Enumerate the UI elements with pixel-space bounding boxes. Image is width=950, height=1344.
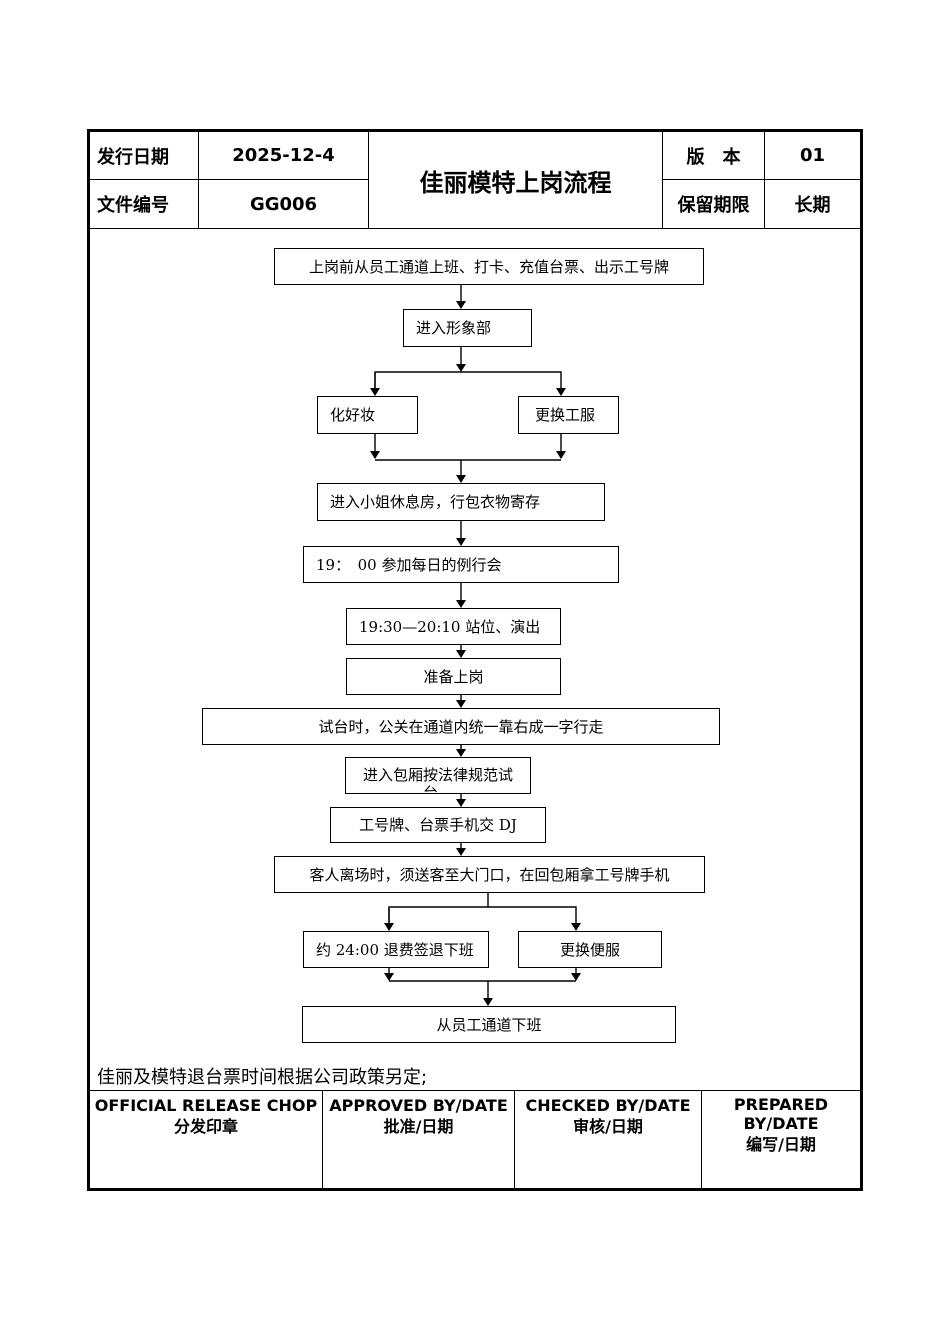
prepared-cn: 编写/日期	[746, 1135, 816, 1154]
doc-number-label: 文件编号	[97, 195, 169, 216]
retention-value: 长期	[794, 195, 831, 216]
version-label: 版 本	[686, 146, 741, 168]
flow-step-guest-departure: 客人离场时，须送客至大门口，在回包厢拿工号牌手机	[274, 856, 705, 893]
flow-step-sign-out: 约 24:00 退费签退下班	[303, 931, 489, 968]
footer-divider-1	[322, 1091, 323, 1188]
release-chop-en: OFFICIAL RELEASE CHOP	[94, 1096, 318, 1115]
approved-cell: APPROVED BY/DATE 批准/日期	[323, 1095, 514, 1137]
document-title: 佳丽模特上岗流程	[419, 168, 612, 197]
retention-label: 保留期限	[677, 195, 750, 216]
flow-step-uniform: 更换工服	[518, 396, 619, 434]
approved-en: APPROVED BY/DATE	[329, 1096, 508, 1115]
header-divider-1	[198, 132, 199, 228]
prepared-en: PREPARED BY/DATE	[733, 1095, 829, 1133]
policy-note: 佳丽及模特退台票时间根据公司政策另定;	[97, 1067, 428, 1088]
flow-step-prepare: 准备上岗	[346, 658, 561, 695]
flow-step-image-dept: 进入形象部	[403, 309, 532, 347]
header-divider-3	[662, 132, 663, 228]
flow-step-handover: 工号牌、台票手机交 DJ	[330, 807, 546, 843]
arrow-split2-right	[388, 906, 581, 931]
header-divider-2	[368, 132, 369, 228]
flow-step-leave: 从员工通道下班	[302, 1006, 676, 1043]
flow-step-rest-room: 进入小姐休息房，行包衣物寄存	[317, 483, 605, 521]
flow-step-casual-clothes: 更换便服	[518, 931, 662, 968]
checked-cell: CHECKED BY/DATE 审核/日期	[515, 1095, 701, 1137]
footer-top-rule	[90, 1090, 860, 1091]
footer-divider-2	[514, 1091, 515, 1188]
issue-date-label: 发行日期	[97, 146, 169, 168]
release-chop-cn: 分发印章	[173, 1117, 238, 1136]
header-divider-4	[764, 132, 765, 228]
flow-step-walkway: 试台时，公关在通道内统一靠右成一字行走	[202, 708, 720, 745]
flow-step-arrival: 上岗前从员工通道上班、打卡、充值台票、出示工号牌	[274, 248, 704, 285]
flow-step-private-room: 进入包厢按法律规范试台。	[345, 757, 531, 794]
footer-divider-3	[701, 1091, 702, 1188]
release-chop-cell: OFFICIAL RELEASE CHOP 分发印章	[90, 1095, 322, 1137]
flow-step-performance: 19:30—20:10 站位、演出	[346, 608, 561, 645]
approved-cn: 批准/日期	[383, 1117, 454, 1136]
document-frame	[87, 129, 863, 1191]
header-bottom-rule	[87, 228, 863, 229]
issue-date-value: 2025-12-4	[232, 145, 335, 166]
prepared-cell: PREPARED BY/DATE 编写/日期	[702, 1095, 860, 1154]
header-left-mid-rule	[90, 179, 368, 180]
doc-number-value: GG006	[249, 193, 318, 215]
checked-cn: 审核/日期	[573, 1117, 643, 1136]
flow-step-meeting: 19： 00 参加每日的例行会	[303, 546, 619, 583]
arrow-split-right	[374, 371, 566, 396]
version-value: 01	[799, 145, 826, 166]
flow-step-makeup: 化好妆	[317, 396, 418, 434]
header-right-mid-rule	[662, 179, 860, 180]
checked-en: CHECKED BY/DATE	[525, 1096, 691, 1115]
